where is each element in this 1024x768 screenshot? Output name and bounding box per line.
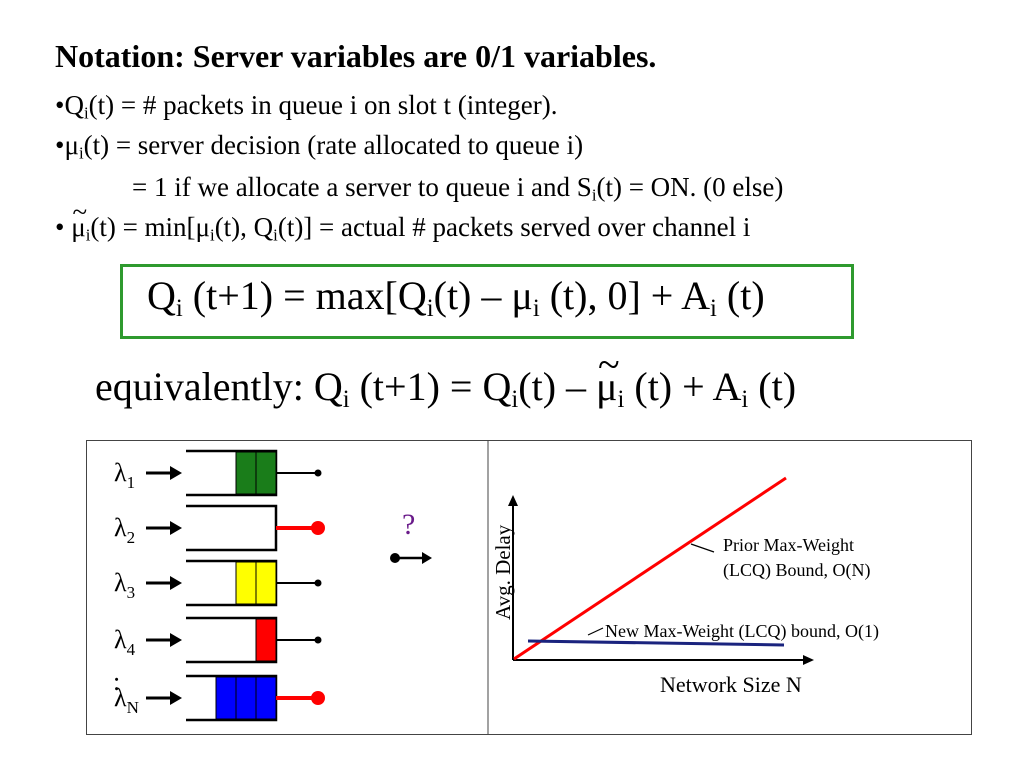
packet-block	[215, 676, 237, 720]
prior-bound-line	[513, 476, 787, 661]
arrow-head-icon	[170, 691, 182, 705]
server-node-active	[311, 521, 325, 535]
bullet-server-decision: •μi(t) = server decision (rate allocated…	[55, 130, 584, 163]
arrival-rate-label: λ2	[114, 513, 135, 547]
new-bound-callout	[587, 627, 604, 636]
arrival-rate-label: λ1	[114, 458, 135, 492]
server-node	[314, 579, 322, 587]
equivalent-equation: equivalently: Qi (t+1) = Qi(t) – μi (t) …	[95, 341, 796, 412]
new-bound-line	[527, 639, 785, 647]
new-bound-label: New Max-Weight (LCQ) bound, O(1)	[605, 621, 879, 642]
packet-block	[235, 676, 257, 720]
arrow-head-icon	[170, 466, 182, 480]
bullet-queue-length: •Qi(t) = # packets in queue i on slot t …	[55, 90, 558, 123]
server-node	[314, 469, 322, 477]
plot-y-label: Avg. Delay	[491, 524, 515, 620]
x-axis-arrow-icon	[803, 655, 814, 665]
server-pointer-icon	[390, 552, 432, 564]
bullet-actual-served: • μi(t) = min[μi(t), Qi(t)] = actual # p…	[55, 197, 750, 243]
prior-bound-callout	[690, 543, 715, 553]
packet-block	[255, 561, 277, 605]
arrow-head-icon	[170, 576, 182, 590]
delay-plot: Avg. Delay Network Size N Prior Max-Weig…	[491, 476, 879, 697]
plot-x-label: Network Size N	[660, 672, 802, 697]
question-mark: ?	[402, 508, 415, 541]
prior-bound-label-line2: (LCQ) Bound, O(N)	[723, 560, 870, 581]
mu-tilde-symbol: μ	[71, 197, 88, 243]
arrow-head-icon	[170, 633, 182, 647]
arrow-head-icon	[170, 521, 182, 535]
packet-block	[255, 618, 277, 662]
diagram-outer-frame	[86, 440, 972, 735]
packet-block	[255, 676, 277, 720]
packet-block	[235, 561, 257, 605]
prior-bound-label-line1: Prior Max-Weight	[723, 535, 854, 555]
arrival-rate-label: λ4	[114, 625, 136, 659]
bullet-allocation-rule: = 1 if we allocate a server to queue i a…	[132, 172, 784, 205]
queue-update-equation: Qi (t+1) = max[Qi(t) – μi (t), 0] + Ai (…	[147, 273, 765, 322]
packet-block	[235, 451, 257, 495]
queue-buffer	[186, 504, 278, 552]
server-node	[314, 636, 322, 644]
arrival-rate-label: λ3	[114, 568, 135, 602]
y-axis-arrow-icon	[508, 495, 518, 506]
packet-block	[255, 451, 277, 495]
mu-tilde-symbol: μ	[596, 341, 620, 410]
slide-heading: Notation: Server variables are 0/1 varia…	[55, 38, 657, 74]
equation-box	[120, 264, 854, 339]
queue-ellipsis: :	[113, 667, 120, 696]
server-node-active	[311, 691, 325, 705]
